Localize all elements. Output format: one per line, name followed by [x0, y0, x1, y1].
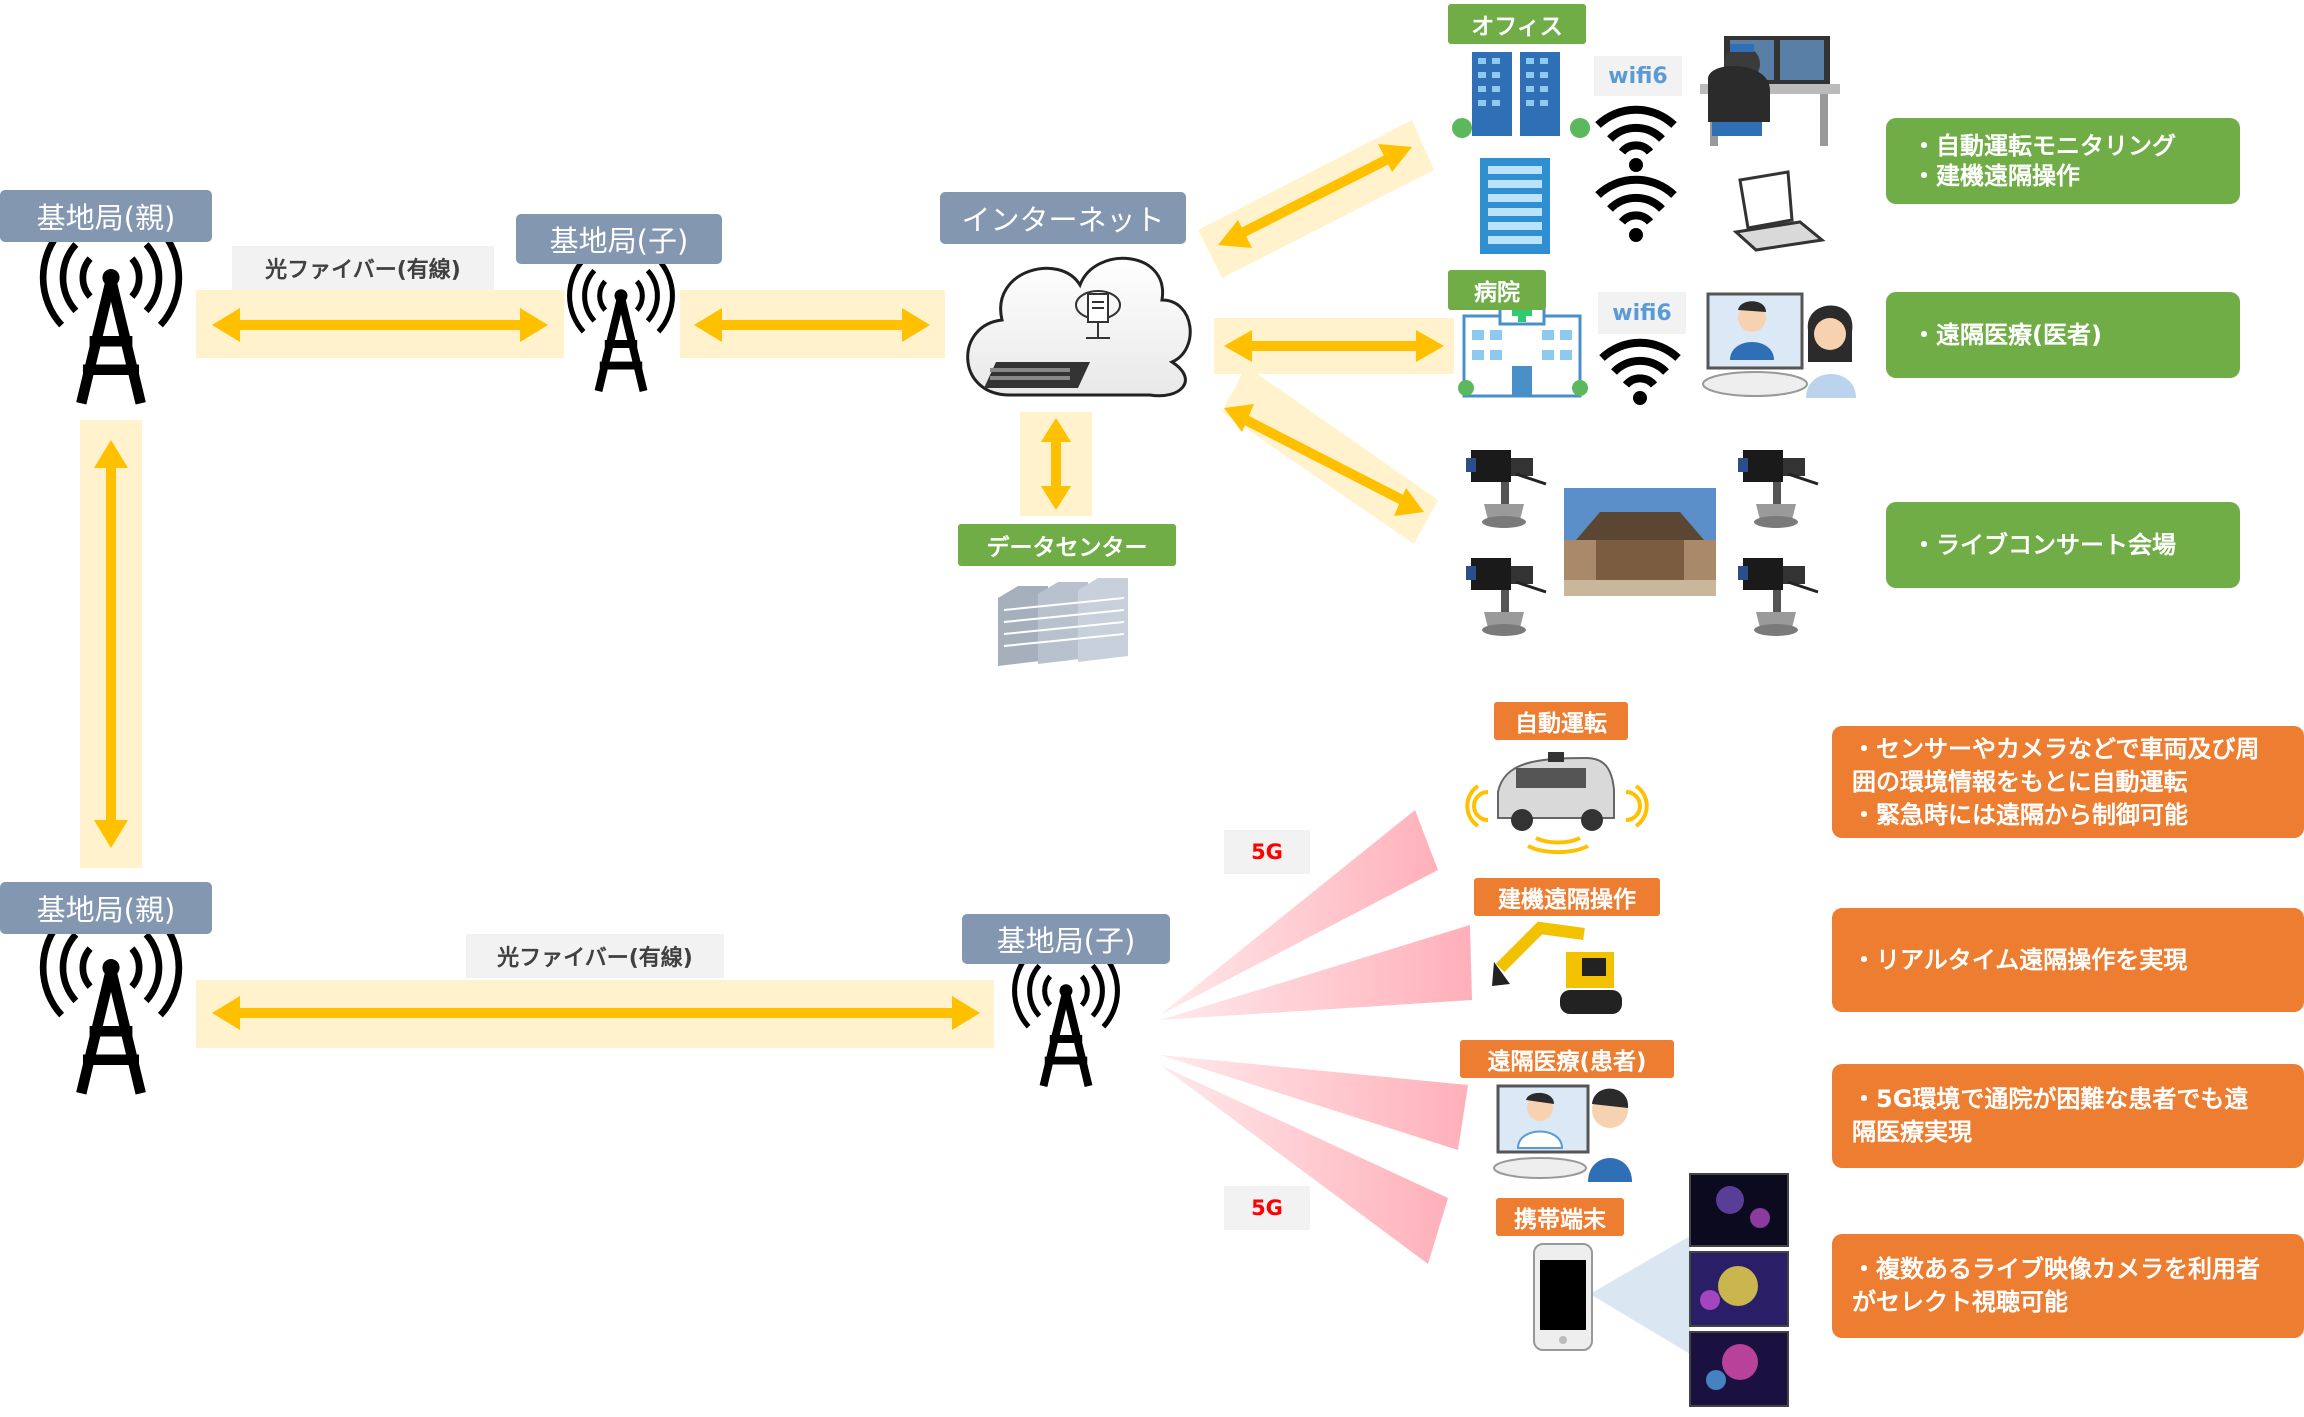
- tower-parent-top-icon: [43, 230, 179, 398]
- autonomous-use-line: ・緊急時には遠隔から制御可能: [1852, 800, 2188, 829]
- remote-medical-use-line: ・5G環境で通院が困難な患者でも遠: [1852, 1085, 2249, 1113]
- office-use-line: ・自動運転モニタリング: [1912, 132, 2176, 160]
- tower-parent-bottom-icon: [43, 920, 179, 1088]
- wifi-label-hospital: wifi6: [1598, 292, 1686, 334]
- construction-use-line: ・リアルタイム遠隔操作を実現: [1852, 945, 2188, 974]
- arrow-internet-datacenter: [1020, 412, 1092, 516]
- autonomous-use-line: 囲の環境情報をもとに自動運転: [1852, 767, 2188, 796]
- construction-use-box: ・リアルタイム遠隔操作を実現: [1832, 908, 2304, 1012]
- arrow-internet-hospital: [1214, 318, 1454, 374]
- 5g-label-lower: 5G: [1224, 1186, 1310, 1230]
- wifi-icon: [1602, 343, 1678, 405]
- fiber-top-label: 光ファイバー(有線): [232, 246, 494, 290]
- hospital-label: 病院: [1448, 270, 1546, 310]
- wifi-icon: [1598, 110, 1674, 172]
- datacenter-label: データセンター: [958, 524, 1176, 566]
- tower-child-bottom-icon: [1015, 955, 1118, 1082]
- autonomous-label: 自動運転: [1494, 702, 1628, 740]
- hospital-icon: [1458, 298, 1588, 398]
- mobile-use-box: ・複数あるライブ映像カメラを利用者 がセレクト視聴可能: [1832, 1234, 2304, 1338]
- 5g-beams: [1160, 810, 1472, 1264]
- broadcast-camera-icon: [1736, 448, 1820, 530]
- excavator-icon: [1492, 921, 1622, 1014]
- telemedicine-patient-icon: [1493, 1084, 1632, 1182]
- 5g-label-upper: 5G: [1224, 830, 1310, 874]
- cloud-icon: [966, 256, 1192, 398]
- parent-station-top-label: 基地局(親): [0, 190, 212, 242]
- child-station-bottom-label: 基地局(子): [962, 914, 1170, 964]
- office-use-line: ・建機遠隔操作: [1912, 162, 2080, 190]
- mobile-label: 携帯端末: [1496, 1198, 1624, 1236]
- parent-station-bottom-label: 基地局(親): [0, 882, 212, 934]
- arrow-fiber-bottom: [196, 980, 994, 1048]
- wifi-label-office: wifi6: [1594, 56, 1682, 96]
- broadcast-camera-icon: [1464, 556, 1548, 638]
- concert-use-line: ・ライブコンサート会場: [1912, 531, 2176, 559]
- office-worker-icon: [1700, 36, 1840, 146]
- child-station-top-label: 基地局(子): [516, 214, 722, 264]
- laptop-icon: [1732, 170, 1826, 252]
- arrow-fiber-top: [196, 290, 564, 358]
- arrow-internet-office: [1198, 120, 1434, 278]
- concert-stream-thumbnails: [1689, 1173, 1789, 1407]
- internet-label: インターネット: [940, 192, 1186, 244]
- remote-medical-use-box: ・5G環境で通院が困難な患者でも遠 隔医療実現: [1832, 1064, 2304, 1168]
- autonomous-car-icon: [1465, 752, 1649, 855]
- office-label: オフィス: [1448, 4, 1586, 44]
- arrow-child-internet: [680, 290, 945, 358]
- concert-use-box: ・ライブコンサート会場: [1886, 502, 2240, 588]
- mobile-use-line: ・複数あるライブ映像カメラを利用者: [1852, 1255, 2260, 1283]
- tower-child-top-icon: [570, 260, 673, 387]
- autonomous-use-line: ・センサーやカメラなどで車両及び周: [1852, 734, 2260, 763]
- remote-medical-patient-label: 遠隔医療(患者): [1460, 1040, 1674, 1078]
- mobile-use-line: がセレクト視聴可能: [1852, 1288, 2068, 1316]
- office-use-box: ・自動運転モニタリング ・建機遠隔操作: [1886, 118, 2240, 204]
- hospital-use-line: ・遠隔医療(医者): [1912, 321, 2102, 349]
- hospital-use-box: ・遠隔医療(医者): [1886, 292, 2240, 378]
- arrow-internet-concert: [1222, 366, 1438, 544]
- broadcast-camera-icon: [1736, 556, 1820, 638]
- broadcast-camera-icon: [1464, 448, 1548, 530]
- wifi-icon: [1598, 180, 1674, 242]
- autonomous-use-box: ・センサーやカメラなどで車両及び周 囲の環境情報をもとに自動運転 ・緊急時には遠…: [1832, 726, 2304, 838]
- concert-venue-photo: [1564, 488, 1716, 596]
- server-rack-icon: [998, 578, 1128, 666]
- remote-medical-use-line: 隔医療実現: [1852, 1118, 1972, 1146]
- arrow-vertical-parents: [80, 420, 142, 868]
- office-building-icon: [1452, 52, 1590, 254]
- telemedicine-doctor-icon: [1702, 292, 1856, 398]
- construction-label: 建機遠隔操作: [1474, 878, 1660, 916]
- smartphone-icon: [1533, 1236, 1690, 1354]
- fiber-bottom-label: 光ファイバー(有線): [466, 934, 724, 978]
